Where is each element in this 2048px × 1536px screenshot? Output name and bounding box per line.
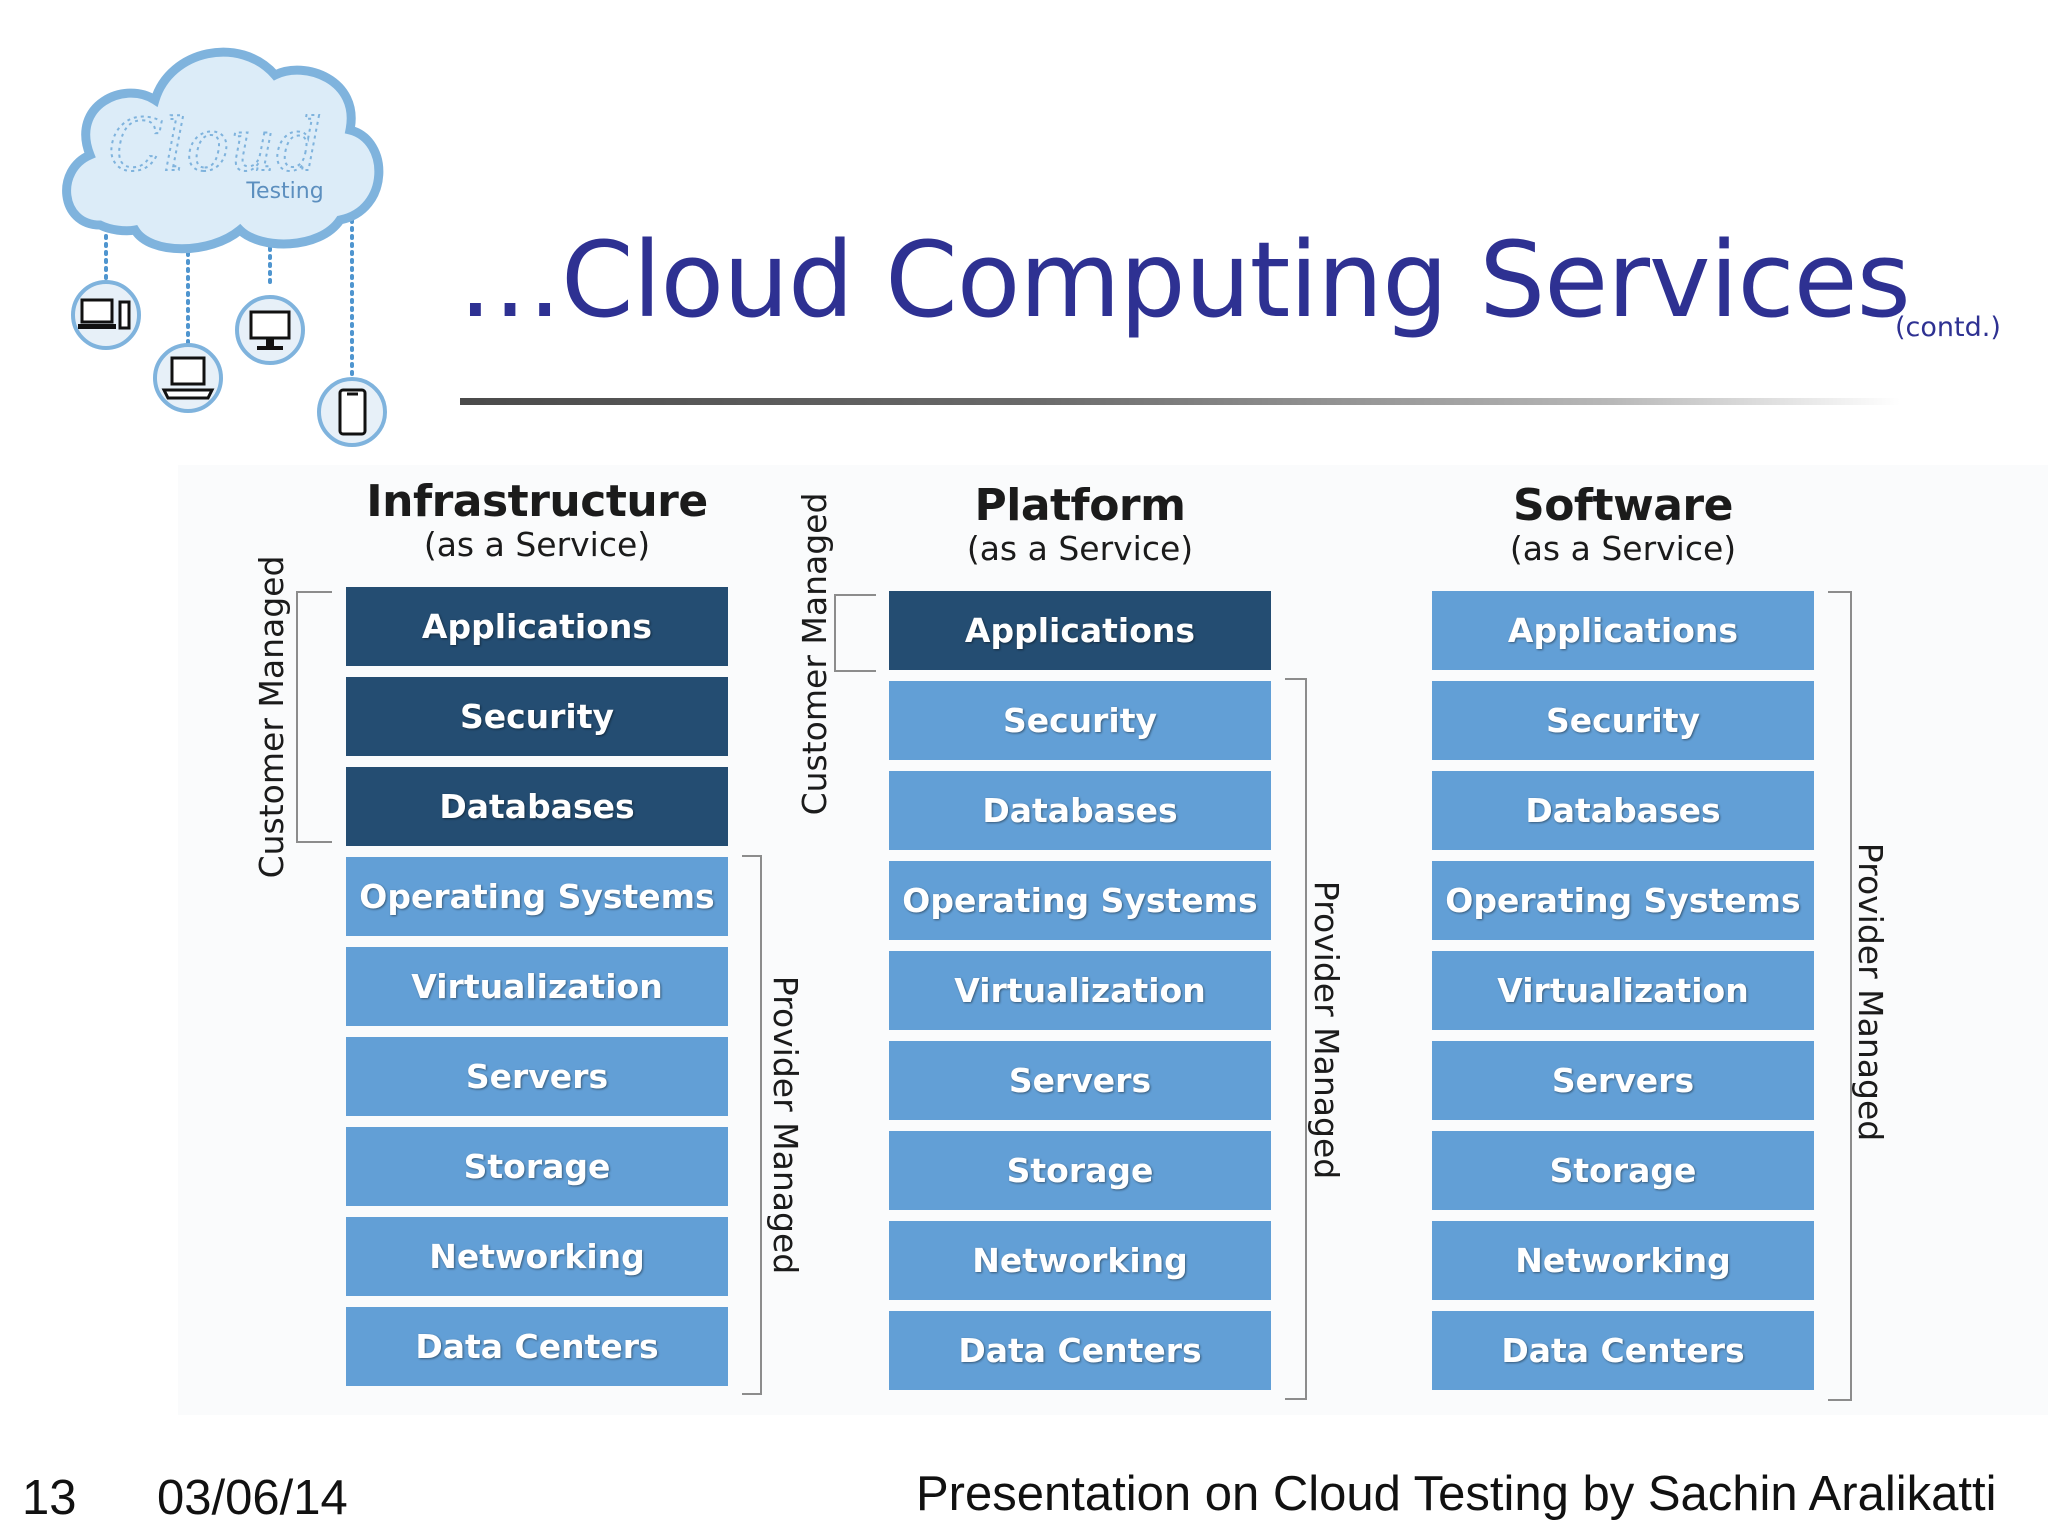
layer-networking: Networking [1432,1221,1814,1300]
slide-title: …Cloud Computing Services [458,219,1911,341]
provider-managed-bracket [1828,591,1852,1401]
column-heading-software: Software (as a Service) [1423,482,1823,568]
layer-data-centers: Data Centers [1432,1311,1814,1390]
layer-virtualization: Virtualization [346,947,728,1026]
svg-text:Cloud: Cloud [108,103,322,187]
layer-operating-systems: Operating Systems [1432,861,1814,940]
title-underline [460,398,1900,405]
layer-virtualization: Virtualization [889,951,1271,1030]
layer-security: Security [889,681,1271,760]
layer-databases: Databases [1432,771,1814,850]
column-heading-infrastructure: Infrastructure (as a Service) [337,478,737,564]
slide-date: 03/06/14 [157,1471,348,1525]
layer-servers: Servers [1432,1041,1814,1120]
layer-storage: Storage [1432,1131,1814,1210]
layer-data-centers: Data Centers [346,1307,728,1386]
cloud-testing-logo: Cloud Testing [40,20,430,450]
column-heading-platform: Platform (as a Service) [880,482,1280,568]
layer-networking: Networking [889,1221,1271,1300]
slide-number: 13 [22,1471,77,1525]
layer-data-centers: Data Centers [889,1311,1271,1390]
layer-applications: Applications [1432,591,1814,670]
heading-subtitle: (as a Service) [1509,529,1737,568]
monitor-device-icon [235,295,305,365]
desktop-device-icon [71,280,141,350]
heading-title: Platform [974,480,1186,531]
provider-managed-bracket [742,855,762,1395]
provider-managed-label: Provider Managed [766,975,805,1275]
laptop-device-icon [153,343,223,413]
layer-storage: Storage [346,1127,728,1206]
layer-networking: Networking [346,1217,728,1296]
layer-virtualization: Virtualization [1432,951,1814,1030]
heading-subtitle: (as a Service) [966,529,1194,568]
layer-applications: Applications [346,587,728,666]
layer-operating-systems: Operating Systems [346,857,728,936]
layer-applications: Applications [889,591,1271,670]
phone-device-icon [317,377,387,447]
customer-managed-label: Customer Managed [252,555,291,879]
layer-security: Security [1432,681,1814,760]
customer-managed-bracket [296,591,332,843]
title-suffix: (contd.) [1895,312,2001,343]
footer-caption: Presentation on Cloud Testing by Sachin … [916,1467,1997,1521]
heading-subtitle: (as a Service) [423,525,651,564]
heading-title: Software [1513,480,1733,531]
layer-servers: Servers [346,1037,728,1116]
layer-servers: Servers [889,1041,1271,1120]
heading-title: Infrastructure [366,476,708,527]
layer-operating-systems: Operating Systems [889,861,1271,940]
layer-databases: Databases [346,767,728,846]
svg-text:Testing: Testing [245,179,323,204]
layer-databases: Databases [889,771,1271,850]
cloud-icon: Cloud Testing [62,47,387,447]
customer-managed-label: Customer Managed [795,492,834,816]
layer-storage: Storage [889,1131,1271,1210]
provider-managed-label: Provider Managed [1307,880,1346,1180]
provider-managed-bracket [1285,678,1307,1400]
provider-managed-label: Provider Managed [1851,842,1890,1142]
layer-security: Security [346,677,728,756]
customer-managed-bracket [834,594,876,672]
